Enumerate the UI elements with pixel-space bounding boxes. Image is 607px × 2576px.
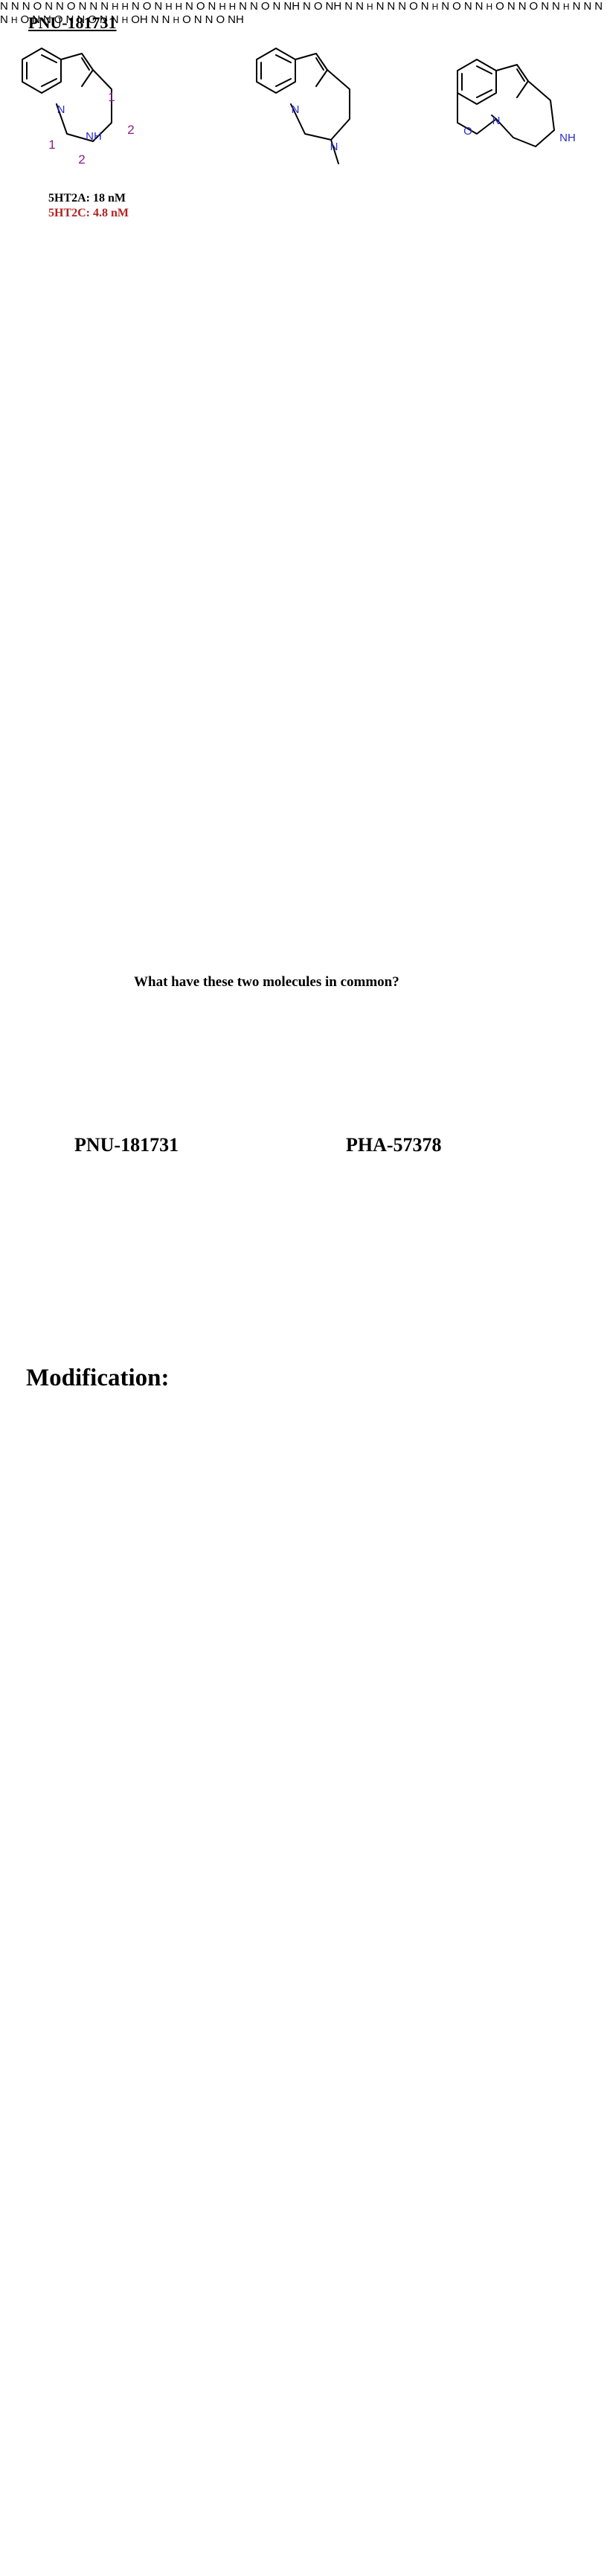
arrow-line: N N H N N N O N H N O N N H: [0, 0, 603, 1391]
divider-5: N H OH N N H O N N O NH PNU-181731 5HT2A…: [26, 13, 442, 1391]
label-pnu-181731: PNU-181731: [74, 1134, 179, 1156]
molecule-pnu-181731-highlight: N NH: [272, 0, 301, 13]
molecule-indolyl-cage-5: N O N: [77, 13, 108, 26]
molecule-iboga-cage-3: N O N H H: [185, 0, 237, 13]
label-pha-57378: PHA-57378: [346, 1134, 442, 1156]
molecule-indolyl-cage-4: N O N: [43, 13, 74, 26]
molecule-oxazino-azepinoindole: N O NH: [457, 59, 576, 147]
molecule-oxazino-dmt: N O N: [518, 0, 550, 13]
molecule-dimethyltryptamine-n1-methyl: N N: [376, 0, 396, 13]
molecule-indolyl-cage-2: N N: [583, 0, 603, 13]
molecule-methoxy-dmt-nh: N H O N: [475, 0, 516, 13]
molecule-n-methyl-tryptamine: N N H: [344, 0, 373, 13]
locant-1: 1: [108, 90, 115, 104]
molecule-methoxy-pyrroloindole-dimethylamine: N O N: [56, 0, 87, 13]
affinity-5ht2c: 5HT2C: 4.8 nM: [48, 207, 129, 219]
svg-text:N: N: [292, 103, 300, 116]
page-title: PNU-181731: [28, 13, 117, 32]
molecule-n-methyl-azepinoindole: N N: [256, 48, 350, 164]
molecule-pnu-181731-locants: N NH 1 2 1 2: [22, 48, 135, 167]
modification-heading: Modification:: [26, 1365, 170, 1391]
atom-n: N: [57, 103, 65, 116]
comparison-box: N NH N O NH N N H N N N O N: [0, 0, 603, 1391]
divider-1: N N N O N N O N N N H H N O N: [0, 0, 603, 1391]
divider-4: N NH N O NH N N H N N N O N: [0, 0, 603, 1391]
molecule-methoxybenzyl-azepinoindole: N N O: [239, 0, 270, 13]
divider-2: N N H H N O N H H N O N H H N N O: [0, 0, 603, 1391]
svg-text:N: N: [492, 115, 501, 127]
affinity-5ht2a: 5HT2A: 18 nM: [48, 192, 126, 205]
locant-1-lower: 1: [48, 138, 55, 152]
svg-text:NH: NH: [559, 132, 576, 144]
molecule-pha-57378-highlight: N O NH: [303, 0, 342, 13]
molecule-pyrroloindole-dimethylamine: N N: [0, 0, 19, 13]
question-text: What have these two molecules in common?: [134, 974, 399, 990]
molecule-methoxy-n-methyltryptamine: N O N H: [398, 0, 439, 13]
svg-text:N: N: [330, 141, 338, 153]
atom-nh: NH: [86, 130, 102, 143]
molecule-iboga-cage-1: N N H H: [89, 0, 129, 13]
molecule-methoxy-dmt-n1-methyl: N O N: [441, 0, 472, 13]
molecule-hydroxy-dmt: N H OH N: [110, 13, 159, 26]
molecule-methoxy-azepinoindole: N O NH: [205, 13, 244, 26]
molecule-ethoxy-dmt: N H O N: [161, 13, 202, 26]
arrow-head: N N H N N N O N H N O N N H: [0, 0, 603, 1391]
locant-2-lower: 2: [78, 152, 85, 167]
divider-3: N N O N NH N O NH N N H: [0, 0, 603, 1391]
svg-text:O: O: [463, 125, 472, 138]
molecule-iboga-cage-2: N O N H H: [131, 0, 183, 13]
molecule-oxazino-pyrroloindole-dimethylamine: N O N: [22, 0, 54, 13]
locant-2: 2: [127, 123, 134, 137]
molecule-indolyl-cage-1: N H N: [552, 0, 581, 13]
molecule-indolyl-cage-3: N H O N: [0, 13, 41, 26]
